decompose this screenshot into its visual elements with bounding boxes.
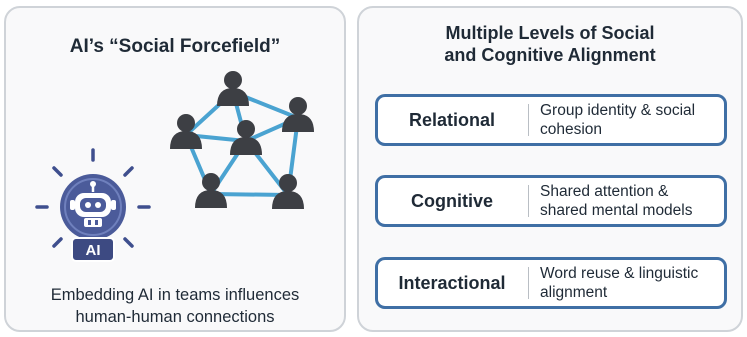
social-forcefield-panel: AI’s “Social Forcefield” bbox=[4, 6, 346, 332]
title-line: and Cognitive Alignment bbox=[444, 45, 656, 65]
person-icon bbox=[282, 97, 314, 132]
person-icon bbox=[217, 71, 249, 106]
ai-badge-label: AI bbox=[86, 242, 101, 259]
person-icon bbox=[170, 114, 202, 149]
ai-badge: AI bbox=[71, 237, 115, 262]
caption-line: human-human connections bbox=[75, 308, 275, 326]
level-desc-line: alignment bbox=[540, 284, 608, 301]
level-name: Interactional bbox=[398, 272, 506, 293]
panel-title: Multiple Levels of Social and Cognitive … bbox=[359, 22, 741, 66]
caption: Embedding AI in teams influences human-h… bbox=[6, 284, 344, 328]
title-line: Multiple Levels of Social bbox=[445, 23, 655, 43]
level-name: Relational bbox=[408, 109, 496, 130]
level-desc-line: Word reuse & linguistic bbox=[540, 265, 699, 282]
caption-line: Embedding AI in teams influences bbox=[50, 286, 300, 304]
level-name: Cognitive bbox=[410, 190, 493, 211]
level-divider bbox=[528, 104, 529, 136]
level-cognitive: Cognitive Shared attention & shared ment… bbox=[375, 175, 727, 227]
level-divider bbox=[528, 185, 529, 217]
panel-title: AI’s “Social Forcefield” bbox=[69, 36, 281, 57]
ray-burst bbox=[35, 148, 151, 248]
level-desc-line: Shared attention & bbox=[540, 183, 669, 200]
person-icon bbox=[230, 120, 262, 155]
level-desc-line: cohesion bbox=[540, 121, 603, 138]
level-desc-line: shared mental models bbox=[540, 202, 693, 219]
level-desc-line: Group identity & social bbox=[540, 102, 696, 119]
level-divider bbox=[528, 267, 529, 299]
robot-icon bbox=[60, 174, 126, 240]
level-description: Group identity & social cohesion bbox=[540, 97, 695, 143]
alignment-levels-panel: Multiple Levels of Social and Cognitive … bbox=[357, 6, 743, 332]
level-interactional: Interactional Word reuse & linguistic al… bbox=[375, 257, 727, 309]
illustration: AI bbox=[35, 71, 314, 262]
level-relational: Relational Group identity & social cohes… bbox=[375, 94, 727, 146]
person-icon bbox=[195, 173, 227, 208]
level-description: Word reuse & linguistic alignment bbox=[540, 260, 698, 306]
edge bbox=[209, 192, 290, 197]
level-description: Shared attention & shared mental models bbox=[540, 178, 693, 224]
person-icon bbox=[272, 174, 304, 209]
